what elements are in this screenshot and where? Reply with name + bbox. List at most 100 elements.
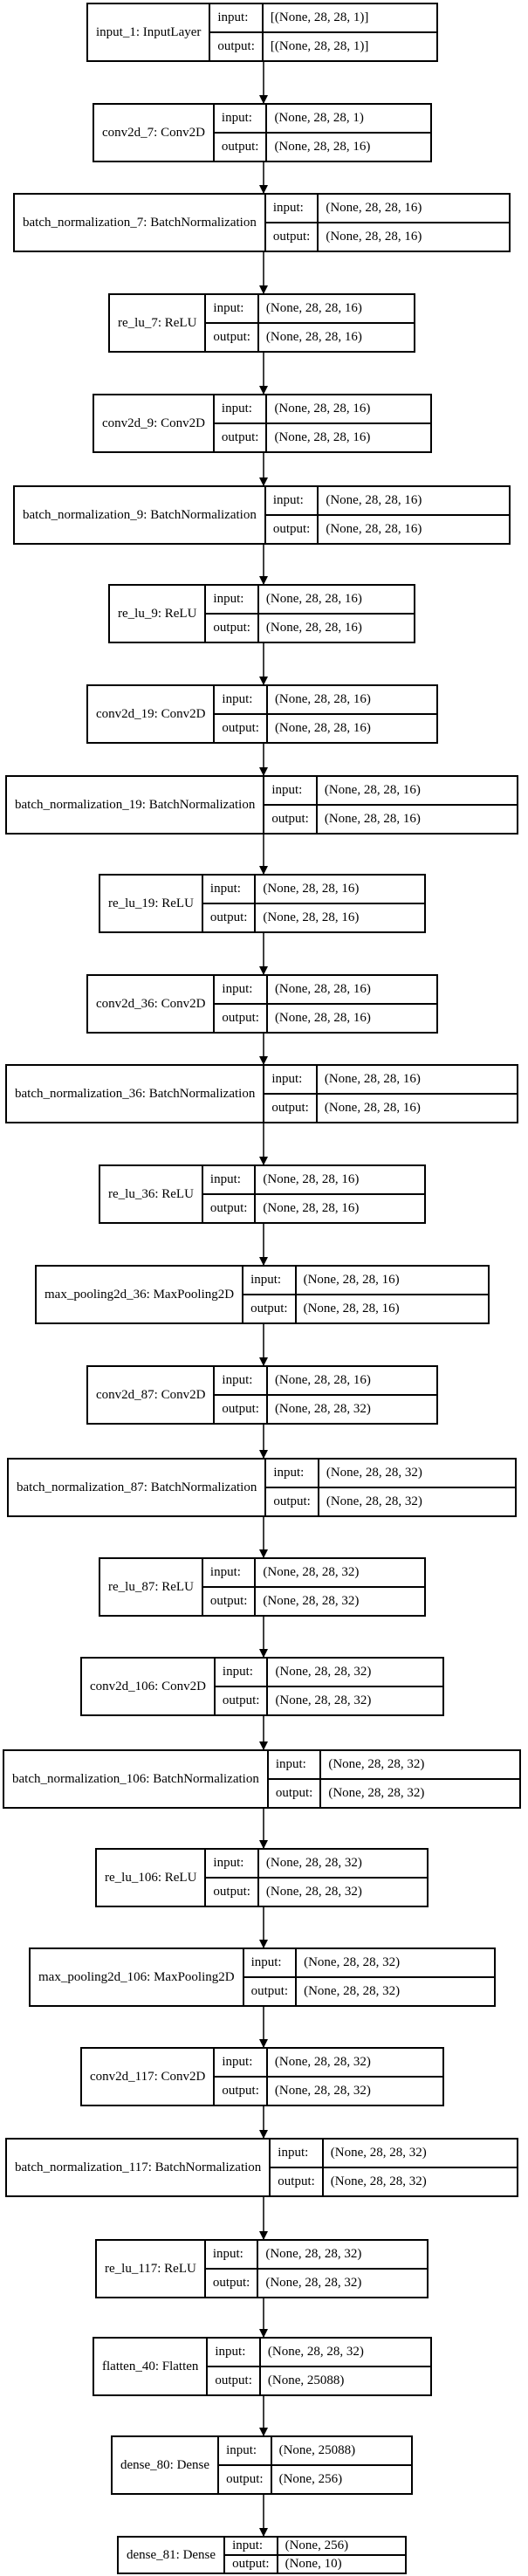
io-labels: input: output: [214, 395, 268, 451]
io-labels: input:output: [219, 2437, 272, 2493]
layer-node-batch-normalization-36: batch_normalization_36: BatchNormalizati… [5, 1064, 518, 1123]
io-shapes: (None, 28, 28, 16)(None, 28, 28, 16) [267, 976, 436, 1032]
layer-name: max_pooling2d_106: MaxPooling2D [31, 1949, 244, 2005]
output-label: output: [205, 2268, 257, 2297]
layer-name: dense_80: Dense [113, 2437, 220, 2493]
output-label: output: [264, 1093, 316, 1122]
io-labels: input:output: [243, 1949, 298, 2005]
output-label: output: [264, 804, 316, 833]
input-label: input: [272, 201, 304, 215]
io-labels: input:output: [215, 2049, 268, 2105]
layer-name: conv2d_87: Conv2D [88, 1367, 216, 1423]
layer-name: conv2d_36: Conv2D [88, 976, 216, 1032]
io-shapes: (None, 28, 28, 1)(None, 28, 28, 16) [267, 105, 430, 161]
layer-name: batch_normalization_36: BatchNormalizati… [7, 1066, 265, 1122]
layer-name: batch_normalization_19: BatchNormalizati… [7, 777, 265, 833]
layer-name: batch_normalization_87: BatchNormalizati… [9, 1460, 267, 1515]
io-shapes: (None, 28, 28, 32)(None, 28, 28, 32) [319, 1460, 515, 1515]
input-label: input: [222, 982, 253, 996]
input-label: input: [271, 1072, 303, 1086]
input-shape: (None, 28, 28, 16) [326, 201, 422, 215]
input-shape: (None, 28, 28, 16) [326, 493, 422, 507]
output-label: output: [202, 1586, 255, 1615]
output-label: output: [265, 222, 318, 251]
output-label: output: [206, 322, 257, 351]
output-label: output: [206, 613, 257, 642]
input-shape: (None, 28, 28, 1) [274, 111, 364, 125]
layer-node-batch-normalization-117: batch_normalization_117: BatchNormalizat… [5, 2138, 518, 2197]
output-label: output: [202, 903, 255, 931]
input-label: input: [209, 882, 241, 896]
io-labels: input:output: [225, 2538, 278, 2573]
io-labels: input:output: [202, 1166, 257, 1222]
io-shapes: (None, 28, 28, 32)(None, 28, 28, 32) [258, 2241, 427, 2297]
input-shape: (None, 28, 28, 32) [267, 2345, 364, 2359]
layer-node-re-lu-117: re_lu_117: ReLU input: output:(None, 28, 2… [95, 2239, 429, 2298]
io-labels: input: output: [206, 295, 259, 351]
input-label: input: [222, 692, 253, 706]
layer-node-batch-normalization-7: batch_normalization_7: BatchNormalizatio… [13, 193, 511, 252]
output-shape: (None, 28, 28, 16) [258, 613, 414, 642]
output-shape: (None, 28, 28, 32) [297, 1976, 494, 2005]
output-label: output: [214, 422, 266, 451]
output-label: output: [268, 1778, 320, 1807]
io-shapes: (None, 28, 28, 16)(None, 28, 28, 16) [256, 876, 424, 931]
input-label: input: [212, 2247, 243, 2261]
layer-name: batch_normalization_9: BatchNormalizatio… [15, 487, 266, 543]
input-label: input: [232, 2538, 264, 2552]
layer-name: re_lu_106: ReLU [97, 1850, 207, 1906]
input-shape: (None, 28, 28, 16) [303, 1273, 400, 1287]
output-shape: (None, 28, 28, 16) [256, 903, 424, 931]
layer-name: batch_normalization_117: BatchNormalizat… [7, 2140, 271, 2195]
output-label: output: [202, 1193, 255, 1222]
input-label: input: [222, 1373, 253, 1387]
input-shape: (None, 28, 28, 16) [274, 1373, 371, 1387]
input-label: input: [221, 402, 252, 416]
output-shape: (None, 28, 28, 16) [319, 222, 509, 251]
io-shapes: (None, 28, 28, 32)(None, 28, 28, 32) [267, 2049, 442, 2105]
io-shapes: [(None, 28, 28, 1)] [(None, 28, 28, 1)] [263, 4, 436, 60]
io-shapes: (None, 28, 28, 16)(None, 28, 28, 16) [319, 487, 509, 543]
input-label: input: [250, 1273, 282, 1287]
input-label: input: [222, 1665, 253, 1679]
input-shape: (None, 28, 28, 32) [304, 1955, 401, 1969]
output-label: output: [243, 1294, 295, 1322]
input-shape: (None, 28, 28, 32) [330, 2146, 427, 2160]
input-shape: (None, 28, 28, 16) [265, 592, 362, 606]
io-labels: input: output: [265, 195, 319, 251]
output-shape: (None, 10) [278, 2554, 405, 2573]
io-labels: input:output: [264, 777, 318, 833]
layer-node-conv2d-36: conv2d_36: Conv2D input: output:(None, 28,… [86, 974, 438, 1034]
input-label: input: [221, 111, 252, 125]
io-shapes: (None, 28, 28, 32)(None, 28, 28, 32) [268, 1659, 442, 1714]
output-label: output: [215, 1686, 267, 1714]
input-label: input: [278, 2146, 309, 2160]
output-label: output: [215, 1003, 266, 1032]
io-labels: input:output: [206, 1850, 259, 1906]
layer-node-batch-normalization-9: batch_normalization_9: BatchNormalizatio… [13, 485, 511, 545]
io-labels: input:output: [208, 2339, 261, 2394]
io-labels: input: output: [205, 2241, 259, 2297]
layer-name: flatten_40: Flatten [94, 2339, 209, 2394]
input-shape: (None, 28, 28, 32) [326, 1466, 422, 1480]
output-label: output: [271, 2167, 322, 2195]
io-shapes: (None, 28, 28, 32) (None, 28, 28, 32) [297, 1949, 494, 2005]
input-shape: [(None, 28, 28, 1)] [270, 10, 369, 24]
input-label: input: [213, 301, 244, 315]
output-label: output: [206, 1877, 257, 1906]
layer-name: batch_normalization_7: BatchNormalizatio… [15, 195, 266, 251]
io-labels: input: output: [268, 1751, 322, 1807]
output-shape: [(None, 28, 28, 1)] [263, 31, 436, 60]
input-label: input: [275, 1757, 306, 1771]
io-labels: input:output: [214, 105, 268, 161]
output-shape: (None, 28, 28, 32) [267, 1394, 436, 1423]
input-label: input: [213, 592, 244, 606]
layer-name: re_lu_117: ReLU [97, 2241, 206, 2297]
